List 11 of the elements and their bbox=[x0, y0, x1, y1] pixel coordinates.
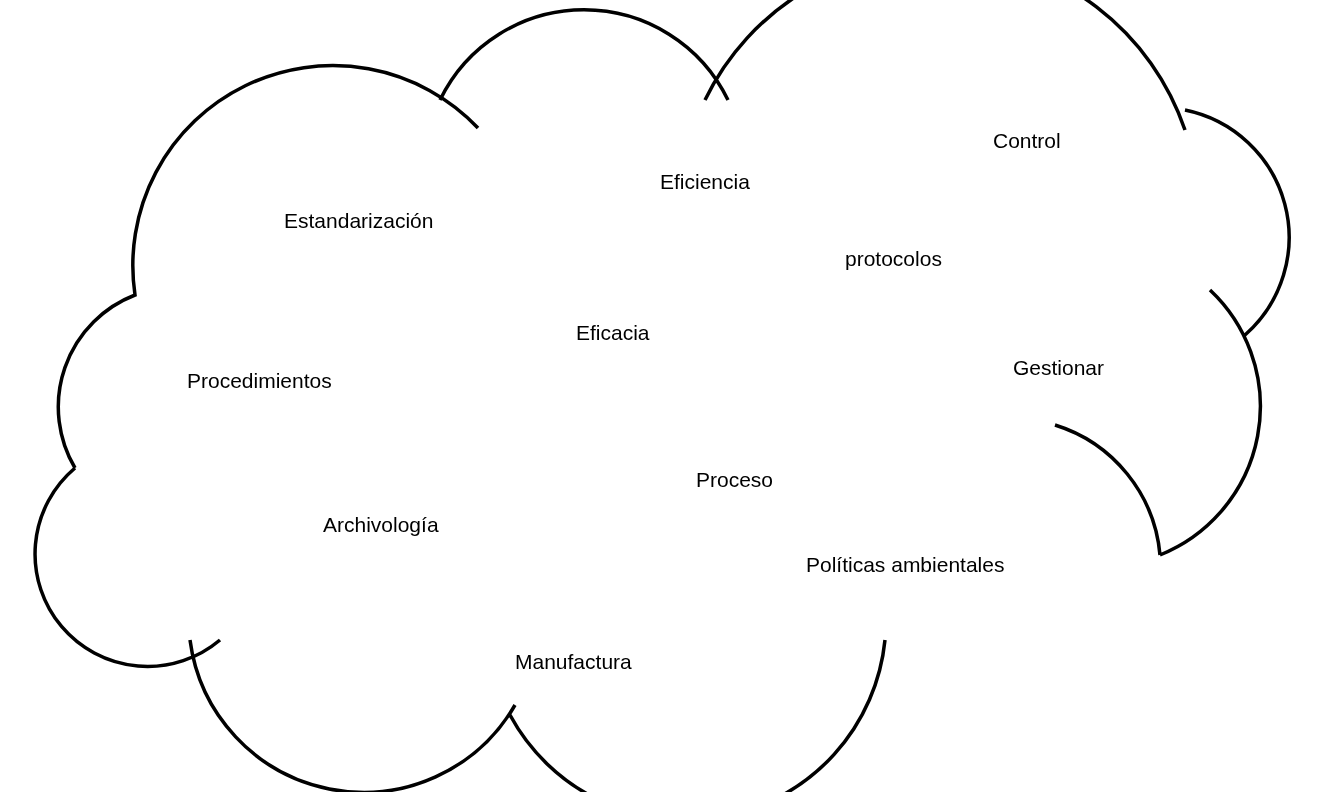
keyword-label: Políticas ambientales bbox=[806, 552, 1005, 578]
keyword-label: Gestionar bbox=[1013, 355, 1105, 381]
keyword-label: Control bbox=[993, 128, 1061, 154]
keyword-label: protocolos bbox=[845, 246, 942, 272]
keyword-label: Proceso bbox=[696, 467, 774, 493]
keyword-label: Eficacia bbox=[576, 320, 650, 346]
keyword-label: Estandarización bbox=[284, 208, 434, 234]
keyword-label: Archivología bbox=[323, 512, 439, 538]
keyword-label: Procedimientos bbox=[187, 368, 332, 394]
keyword-label: Manufactura bbox=[515, 649, 632, 675]
keyword-label: Eficiencia bbox=[660, 169, 750, 195]
